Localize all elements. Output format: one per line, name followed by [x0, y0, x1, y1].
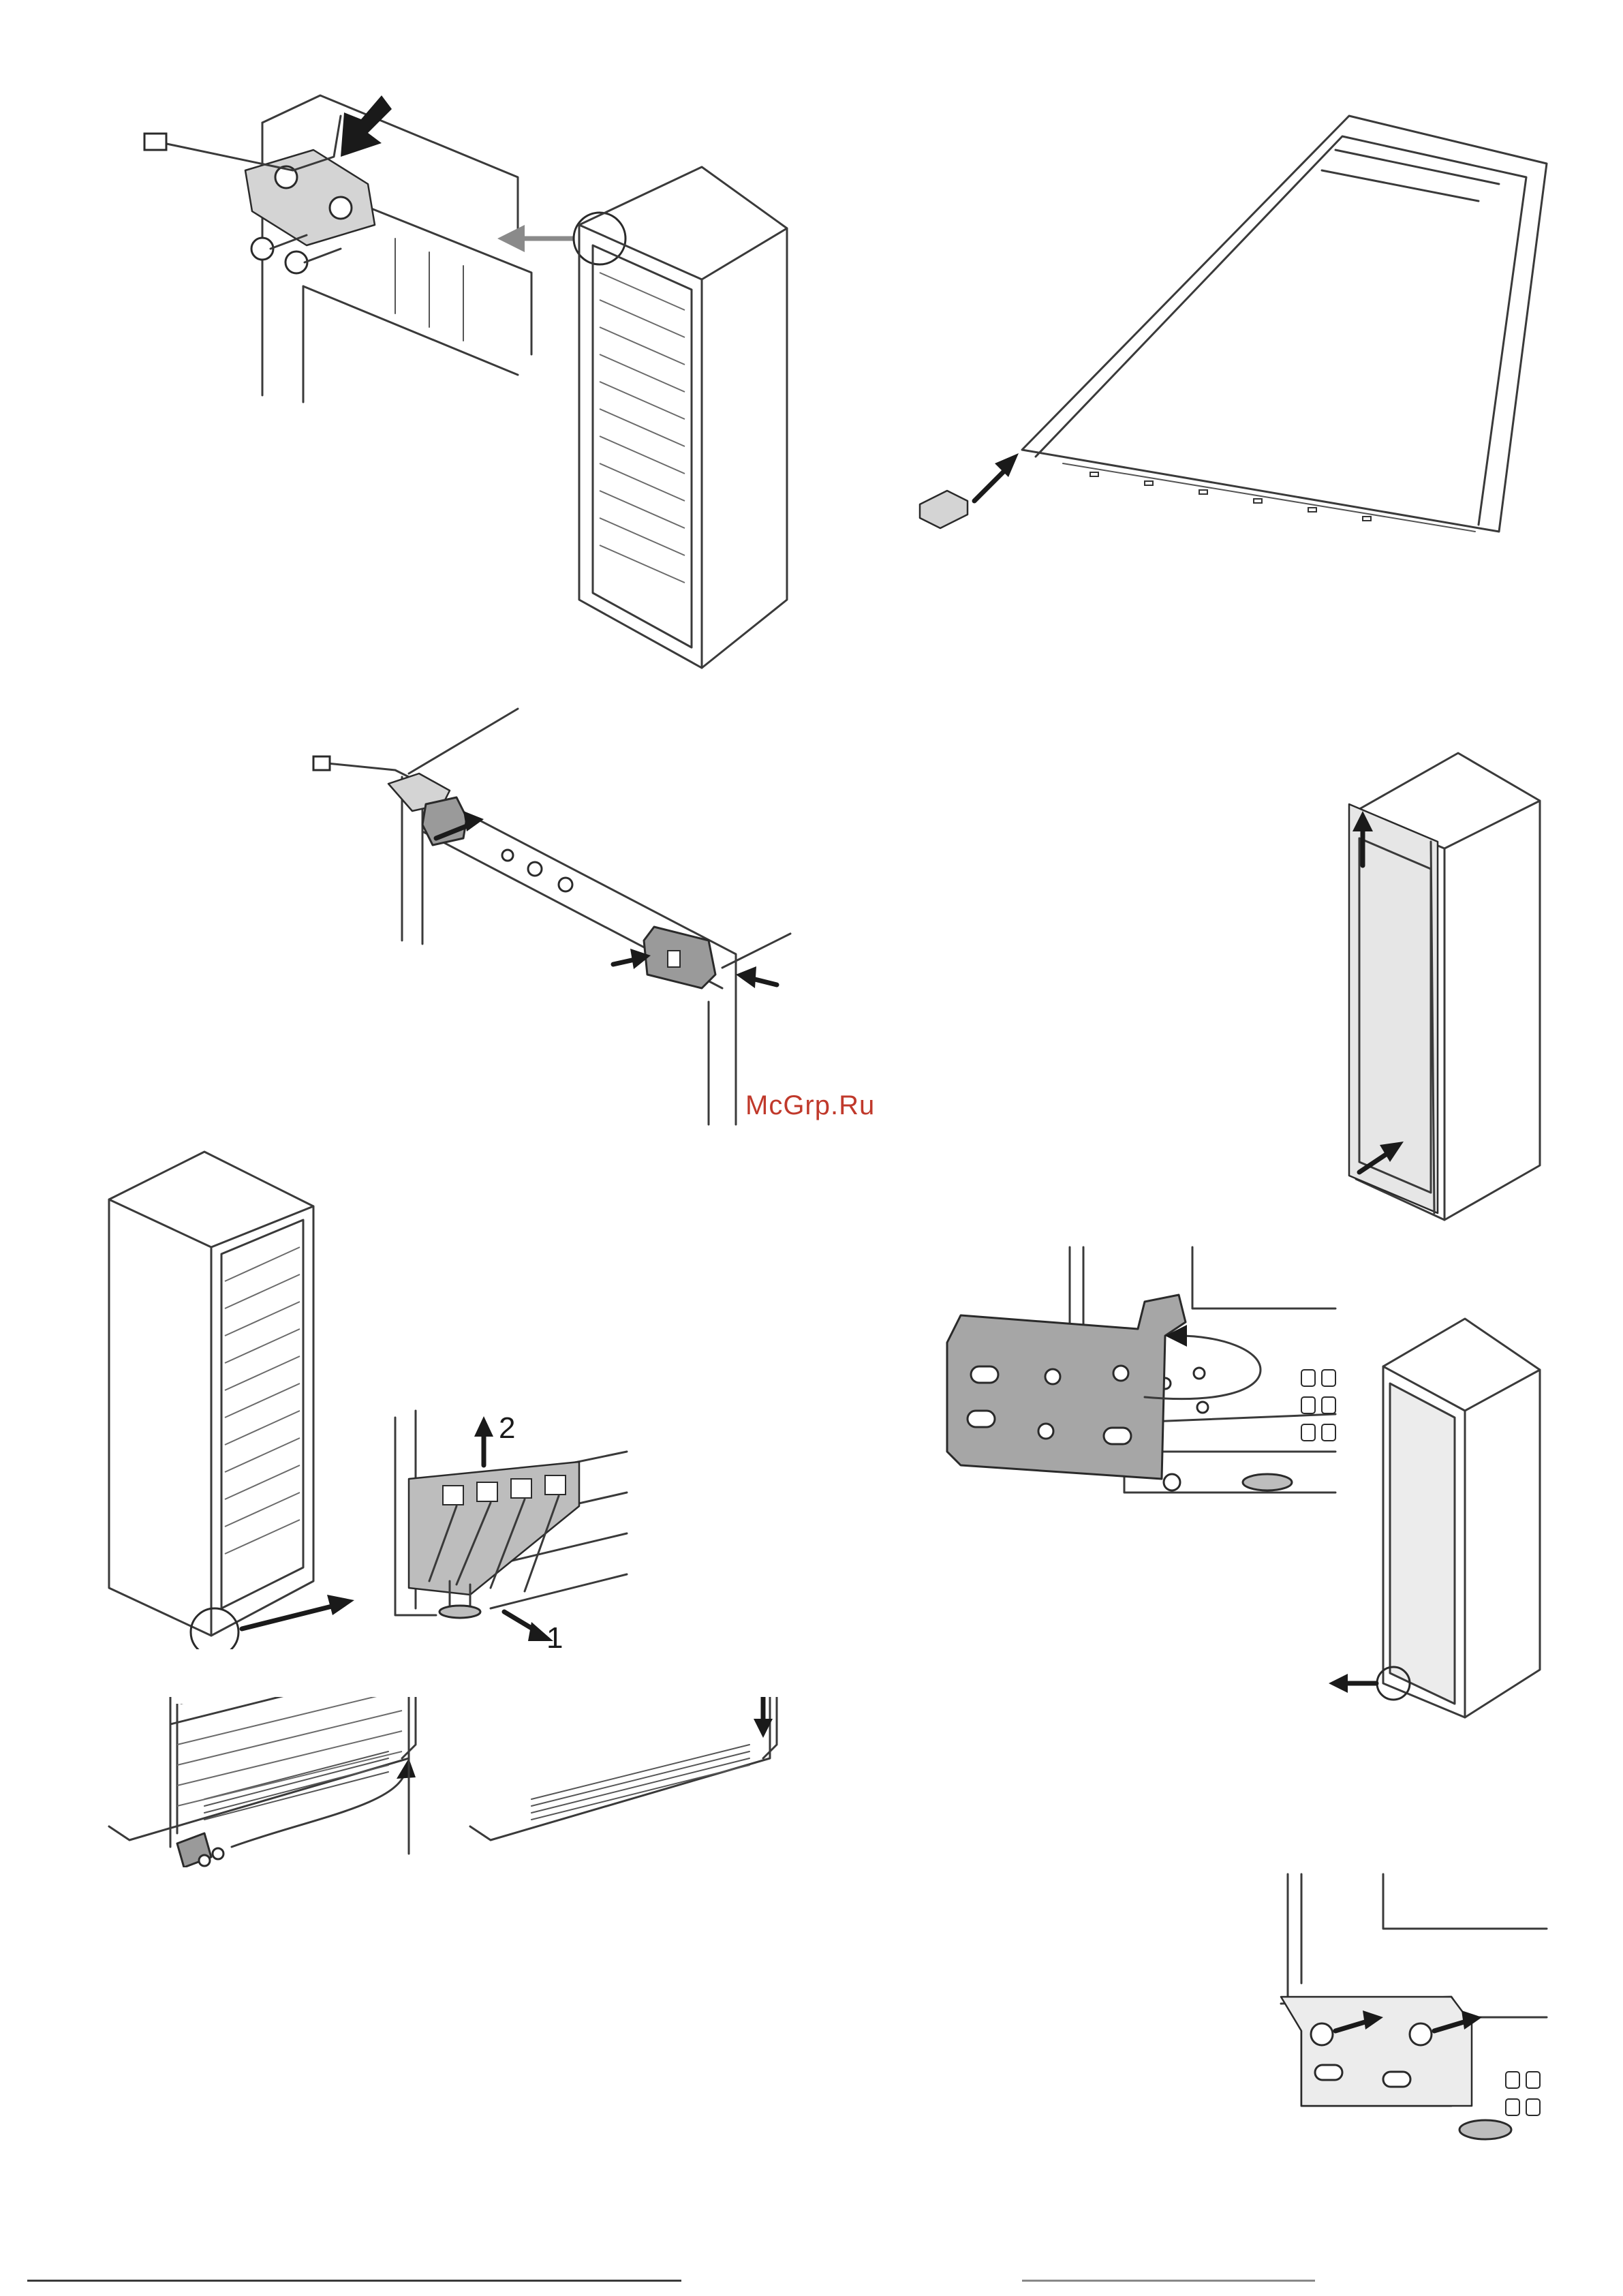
arrow-left-icon: [1329, 1674, 1348, 1693]
figure-bracket-screws-drawing: [1274, 1861, 1554, 2160]
figure-door-refit: [1322, 743, 1560, 1234]
arrow-up-icon: [474, 1416, 493, 1437]
arrow-right-icon: [463, 811, 484, 831]
bottom-rule-right: [1022, 2280, 1315, 2282]
figure-shelf-lift: 2 1: [375, 1404, 647, 1656]
hinge-hole: [330, 197, 352, 219]
arrow-left-icon: [497, 225, 525, 252]
vent-grille: [531, 1745, 749, 1820]
figure-door-panel: [899, 95, 1567, 559]
wine-shelves: [600, 273, 685, 583]
clip-left: [422, 797, 467, 845]
figure-rail-clips: [300, 702, 818, 1138]
figure-door-refit-drawing: [1322, 743, 1560, 1234]
figure-hinge-removal-drawing: [136, 68, 818, 682]
step-label-1: 1: [546, 1623, 563, 1653]
screw-icon: [285, 249, 341, 273]
figure-cabinet-interior-left-drawing: [157, 1697, 443, 1874]
door-panel: [1022, 116, 1547, 532]
figure-cover-clip: [463, 1697, 804, 1867]
figure-hinge-removal: [136, 68, 818, 682]
hinge-bracket: [947, 1295, 1186, 1479]
figure-rail-clips-drawing: [300, 702, 818, 1138]
wine-cabinet: [579, 167, 787, 668]
wine-shelves: [225, 1247, 300, 1554]
figure-cabinet-interior-left: [157, 1697, 443, 1874]
figure-cover-clip-drawing: [463, 1697, 804, 1867]
figure-bracket-swap-drawing: [933, 1234, 1547, 1738]
hinge-bracket: [1281, 1997, 1472, 2106]
bottom-rule-left: [27, 2280, 681, 2282]
plinth-cover: [409, 1462, 579, 1595]
figure-door-panel-drawing: [899, 95, 1567, 559]
hinge-bracket: [920, 491, 968, 528]
door-slots: [1090, 472, 1371, 521]
wine-cabinet: [1383, 1319, 1540, 1717]
step-label-2: 2: [499, 1413, 515, 1443]
wine-cabinet: [109, 1152, 313, 1636]
vent-grille: [1506, 2072, 1540, 2115]
arrow-left-icon: [736, 966, 756, 988]
arrow-down-icon: [341, 95, 392, 157]
vent-grille: [1301, 1370, 1335, 1441]
figure-bracket-screws: [1274, 1861, 1554, 2160]
watermark: McGrp.Ru: [745, 1090, 875, 1121]
wine-shelves: [177, 1697, 402, 1806]
figure-bracket-swap: [933, 1234, 1547, 1738]
arrow-up-right-icon: [995, 453, 1019, 477]
arrow-right-icon: [327, 1595, 354, 1615]
